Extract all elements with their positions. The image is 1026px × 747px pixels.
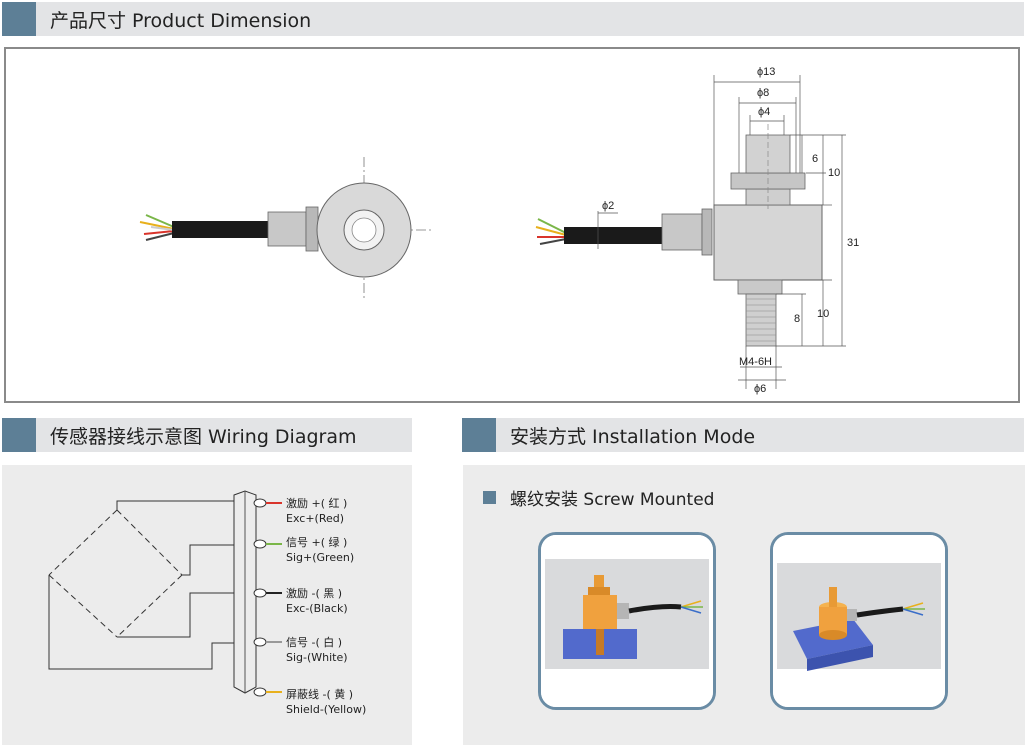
section-accent xyxy=(462,418,496,452)
wire-label-cn: 激励 +( 红 ) xyxy=(286,497,348,510)
wire-label-shield: 屏蔽线 -( 黄 ) Shield-(Yellow) xyxy=(286,687,366,717)
wire-label-exc-plus: 激励 +( 红 ) Exc+(Red) xyxy=(286,496,347,526)
install-photo-side xyxy=(538,532,716,710)
dim-phi8: ϕ8 xyxy=(757,87,769,99)
dim-10-top: 10 xyxy=(828,167,840,179)
dim-6: 6 xyxy=(812,153,818,165)
wire-label-cn: 激励 -( 黑 ) xyxy=(286,587,343,600)
section-title: 安装方式 Installation Mode xyxy=(510,425,756,448)
dim-31: 31 xyxy=(847,237,859,249)
dim-phi13: ϕ13 xyxy=(757,66,775,78)
wire-label-en: Exc-(Black) xyxy=(286,602,348,615)
wire-label-cn: 信号 -( 白 ) xyxy=(286,636,343,649)
section-header-install: 安装方式 Installation Mode xyxy=(462,418,1024,452)
side-view xyxy=(535,75,846,389)
dim-phi2: ϕ2 xyxy=(602,200,614,212)
dimension-drawing: ϕ13 ϕ8 ϕ4 ϕ2 6 10 31 8 10 M4-6H ϕ6 xyxy=(4,47,1020,403)
wire-end-green xyxy=(253,539,282,549)
wire-label-sig-plus: 信号 +( 绿 ) Sig+(Green) xyxy=(286,535,354,565)
front-view xyxy=(139,157,434,301)
wire-label-en: Shield-(Yellow) xyxy=(286,703,367,716)
wire-label-en: Exc+(Red) xyxy=(286,512,345,525)
dim-10-bottom: 10 xyxy=(817,308,829,320)
section-title: 产品尺寸 Product Dimension xyxy=(50,9,312,32)
installation-panel: 螺纹安装 Screw Mounted xyxy=(463,465,1025,745)
wire-label-sig-minus: 信号 -( 白 ) Sig-(White) xyxy=(286,635,348,665)
bullet-square xyxy=(483,491,496,504)
dim-phi4: ϕ4 xyxy=(758,106,770,118)
wire-end-red xyxy=(253,498,282,508)
wire-end-yellow xyxy=(253,687,282,697)
dim-phi6: ϕ6 xyxy=(754,383,766,395)
section-title: 传感器接线示意图 Wiring Diagram xyxy=(50,425,357,448)
section-header-wiring: 传感器接线示意图 Wiring Diagram xyxy=(2,418,412,452)
wire-label-en: Sig+(Green) xyxy=(286,551,355,564)
wire-end-black xyxy=(253,588,282,598)
dim-8: 8 xyxy=(794,313,800,325)
install-subtitle-text: 螺纹安装 Screw Mounted xyxy=(510,490,715,510)
install-subtitle: 螺纹安装 Screw Mounted xyxy=(483,485,714,510)
wire-label-en: Sig-(White) xyxy=(286,651,348,664)
wire-label-cn: 信号 +( 绿 ) xyxy=(286,536,348,549)
section-accent xyxy=(2,2,36,36)
wire-end-white xyxy=(253,637,282,647)
wiring-diagram: 激励 +( 红 ) Exc+(Red) 信号 +( 绿 ) Sig+(Green… xyxy=(2,465,412,745)
dim-thread: M4-6H xyxy=(739,356,772,368)
section-accent xyxy=(2,418,36,452)
section-header-dimension: 产品尺寸 Product Dimension xyxy=(2,2,1024,36)
wire-label-cn: 屏蔽线 -( 黄 ) xyxy=(286,688,354,701)
install-photo-angled xyxy=(770,532,948,710)
wire-label-exc-minus: 激励 -( 黑 ) Exc-(Black) xyxy=(286,586,348,616)
